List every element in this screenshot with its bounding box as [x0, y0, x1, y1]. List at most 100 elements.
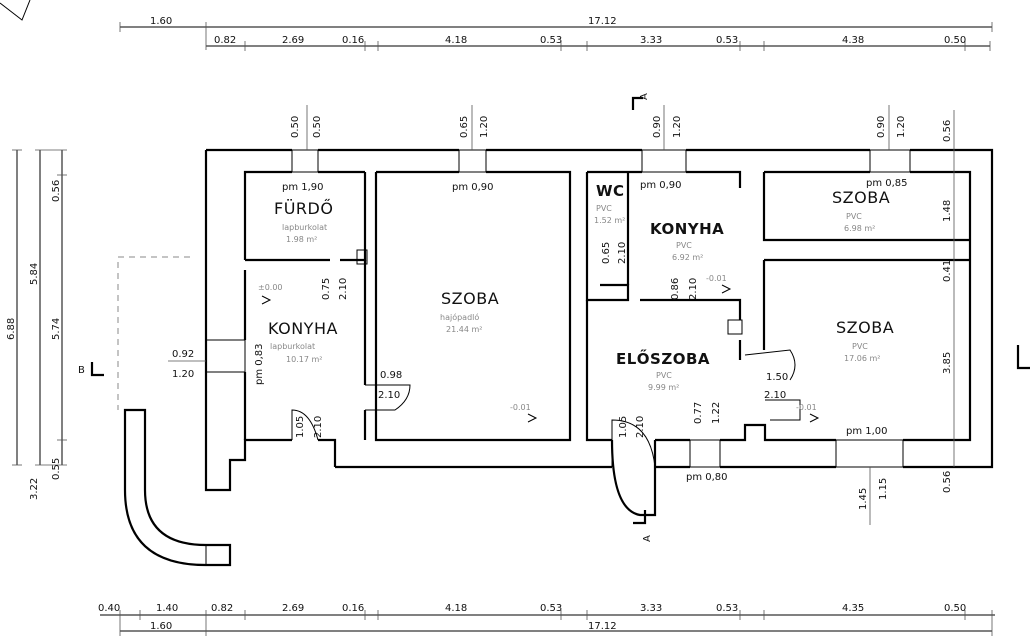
dim-v-3: 0.65	[459, 116, 470, 138]
dim-left-5: 3.22	[29, 478, 40, 500]
door-dim-18: 1.20	[172, 369, 194, 380]
dim-top-7: 0.53	[716, 35, 738, 46]
dim-v-14: 1.15	[878, 478, 889, 500]
top-dimension-chain: 1.60 17.12 0.82 2.69 0.16 4.18 0.53 3.33…	[119, 16, 993, 51]
dim-top-8: 4.38	[842, 35, 864, 46]
dim-bottom-total-1: 1.60	[150, 621, 172, 632]
room-konyha-left-area: 10.17 m²	[286, 355, 322, 364]
dim-left-3: 5.74	[51, 318, 62, 340]
room-furdo-area: 1.98 m²	[286, 235, 317, 244]
door-dim-15: 1.50	[766, 372, 788, 383]
door-dim-8: 2.10	[378, 390, 400, 401]
dim-top-2: 2.69	[282, 35, 304, 46]
dim-v-11: 0.41	[942, 260, 953, 282]
north-arrow-icon	[0, 0, 31, 21]
parapet-labels: pm 1,90 pm 0,90 pm 0,90 pm 0,85 pm 1,00 …	[254, 178, 908, 483]
dim-left-2: 5.84	[29, 263, 40, 285]
dim-v-2: 0.50	[312, 116, 323, 138]
dim-v-7: 0.90	[876, 116, 887, 138]
dim-v-4: 1.20	[479, 116, 490, 138]
dim-bottom-5: 0.16	[342, 603, 364, 614]
door-dim-7: 0.98	[380, 370, 402, 381]
room-eloszoba-floor: PVC	[656, 371, 672, 380]
dim-v-10: 1.48	[942, 200, 953, 222]
pm-label-3: pm 0,90	[640, 180, 682, 191]
door-dim-9: 1.05	[295, 416, 306, 438]
dim-v-5: 0.90	[652, 116, 663, 138]
pm-label-7: pm 0,83	[254, 343, 265, 385]
room-furdo-name: FÜRDŐ	[274, 198, 333, 218]
room-konyha-left-floor: lapburkolat	[270, 342, 315, 351]
level-marks: ±0.00 -0.01 -0.01 -0.01	[258, 274, 820, 423]
room-konyha-mid-floor: PVC	[676, 241, 692, 250]
room-konyha-mid-name: KONYHA	[650, 220, 724, 238]
dim-left-1: 6.88	[6, 318, 17, 340]
level-mark-2: -0.01	[510, 403, 531, 412]
dim-bottom-total-2: 17.12	[588, 621, 617, 632]
pm-label-1: pm 1,90	[282, 182, 324, 193]
dim-top-3: 0.16	[342, 35, 364, 46]
level-mark-4: -0.01	[796, 403, 817, 412]
left-dimension-chain: 6.88 5.84 5.74 0.56 3.22 0.55	[6, 149, 67, 500]
room-furdo-floor: lapburkolat	[282, 223, 327, 232]
dim-left-4: 0.56	[51, 180, 62, 202]
room-szoba-right-floor: PVC	[852, 342, 868, 351]
room-labels: FÜRDŐ lapburkolat 1.98 m² SZOBA hajópadl…	[268, 182, 894, 392]
room-szoba-top-area: 6.98 m²	[844, 224, 875, 233]
dim-v-1: 0.50	[290, 116, 301, 138]
room-konyha-left-name: KONYHA	[268, 319, 338, 338]
room-szoba-mid-name: SZOBA	[441, 289, 499, 308]
dim-top-5: 0.53	[540, 35, 562, 46]
room-konyha-mid-area: 6.92 m²	[672, 253, 703, 262]
dim-v-15: 0.56	[942, 471, 953, 493]
door-dim-2: 2.10	[338, 278, 349, 300]
dim-left-6: 0.55	[51, 458, 62, 480]
room-szoba-mid-floor: hajópadló	[440, 312, 479, 322]
room-szoba-top-floor: PVC	[846, 212, 862, 221]
dim-bottom-11: 0.50	[944, 603, 966, 614]
bottom-dimension-chain: 0.40 1.40 0.82 2.69 0.16 4.18 0.53 3.33 …	[98, 603, 995, 636]
pm-label-5: pm 1,00	[846, 426, 888, 437]
room-eloszoba-area: 9.99 m²	[648, 383, 679, 392]
dim-bottom-2: 1.40	[156, 603, 178, 614]
door-dim-11: 1.05	[618, 416, 629, 438]
dim-top-9: 0.50	[944, 35, 966, 46]
door-dim-13: 0.77	[693, 402, 704, 424]
room-wc-floor: PVC	[596, 204, 612, 213]
door-swings	[291, 349, 801, 517]
room-wc-name: WC	[596, 182, 625, 200]
section-a-top: A	[639, 93, 650, 100]
room-eloszoba-name: ELŐSZOBA	[616, 348, 710, 368]
door-dim-1: 0.75	[321, 278, 332, 300]
dim-top-total-2: 17.12	[588, 16, 617, 27]
dim-top-1: 0.82	[214, 35, 236, 46]
dim-top-total-1: 1.60	[150, 16, 172, 27]
vertical-dims: 0.50 0.50 0.65 1.20 0.90 1.20 0.90 1.20 …	[290, 105, 955, 525]
dim-bottom-10: 4.35	[842, 603, 864, 614]
dim-bottom-6: 4.18	[445, 603, 467, 614]
pm-label-4: pm 0,85	[866, 178, 908, 189]
dim-v-6: 1.20	[672, 116, 683, 138]
door-dim-6: 2.10	[688, 278, 699, 300]
door-dim-12: 2.10	[635, 416, 646, 438]
dim-bottom-1: 0.40	[98, 603, 120, 614]
pm-label-6: pm 0,80	[686, 472, 728, 483]
level-marker-icon	[261, 284, 820, 423]
section-marks: A A B	[78, 93, 1030, 542]
door-dim-3: 0.65	[601, 242, 612, 264]
door-dim-5: 0.86	[670, 278, 681, 300]
room-szoba-mid-area: 21.44 m²	[446, 325, 482, 334]
dim-top-6: 3.33	[640, 35, 662, 46]
pm-label-2: pm 0,90	[452, 182, 494, 193]
room-wc-area: 1.52 m²	[594, 216, 625, 225]
dim-v-13: 1.45	[858, 488, 869, 510]
door-dim-17: 0.92	[172, 349, 194, 360]
door-dim-10: 2.10	[313, 416, 324, 438]
room-szoba-right-area: 17.06 m²	[844, 354, 880, 363]
dim-bottom-7: 0.53	[540, 603, 562, 614]
section-a-bottom: A	[642, 535, 653, 542]
dim-bottom-9: 0.53	[716, 603, 738, 614]
entry-door	[611, 419, 656, 468]
